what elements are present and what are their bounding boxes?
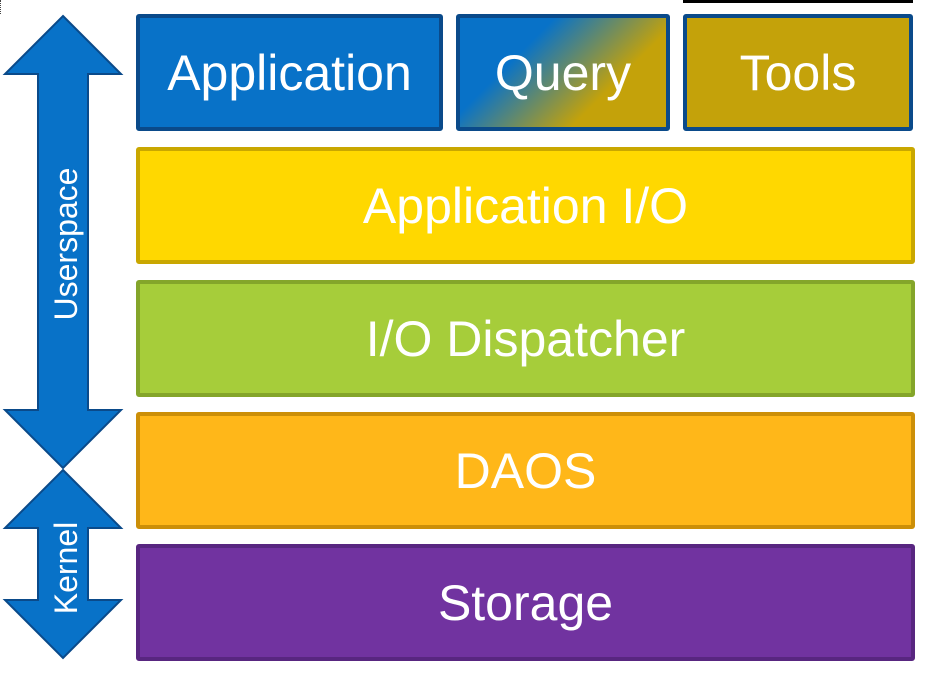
query-box: Query xyxy=(456,14,670,131)
userspace-label: Userspace xyxy=(48,167,84,321)
application-label: Application xyxy=(167,44,412,101)
application-io-label: Application I/O xyxy=(362,177,689,234)
top-border-line xyxy=(683,0,913,3)
storage-layer: Storage xyxy=(136,544,915,661)
daos-layer: DAOS xyxy=(136,412,915,529)
application-io-layer: Application I/O xyxy=(136,147,915,264)
kernel-arrow-icon xyxy=(2,468,124,660)
query-label: Query xyxy=(494,44,632,101)
kernel-label: Kernel xyxy=(48,521,84,615)
side-arrows-graphic xyxy=(2,14,124,660)
io-dispatcher-label: I/O Dispatcher xyxy=(365,310,686,367)
userspace-arrow-icon xyxy=(2,14,124,470)
io-dispatcher-layer: I/O Dispatcher xyxy=(136,280,915,397)
tools-box: Tools xyxy=(683,14,913,131)
daos-label: DAOS xyxy=(454,442,597,499)
application-box: Application xyxy=(136,14,443,131)
corner-artifact xyxy=(0,0,4,14)
tools-label: Tools xyxy=(739,44,857,101)
storage-label: Storage xyxy=(437,574,614,631)
